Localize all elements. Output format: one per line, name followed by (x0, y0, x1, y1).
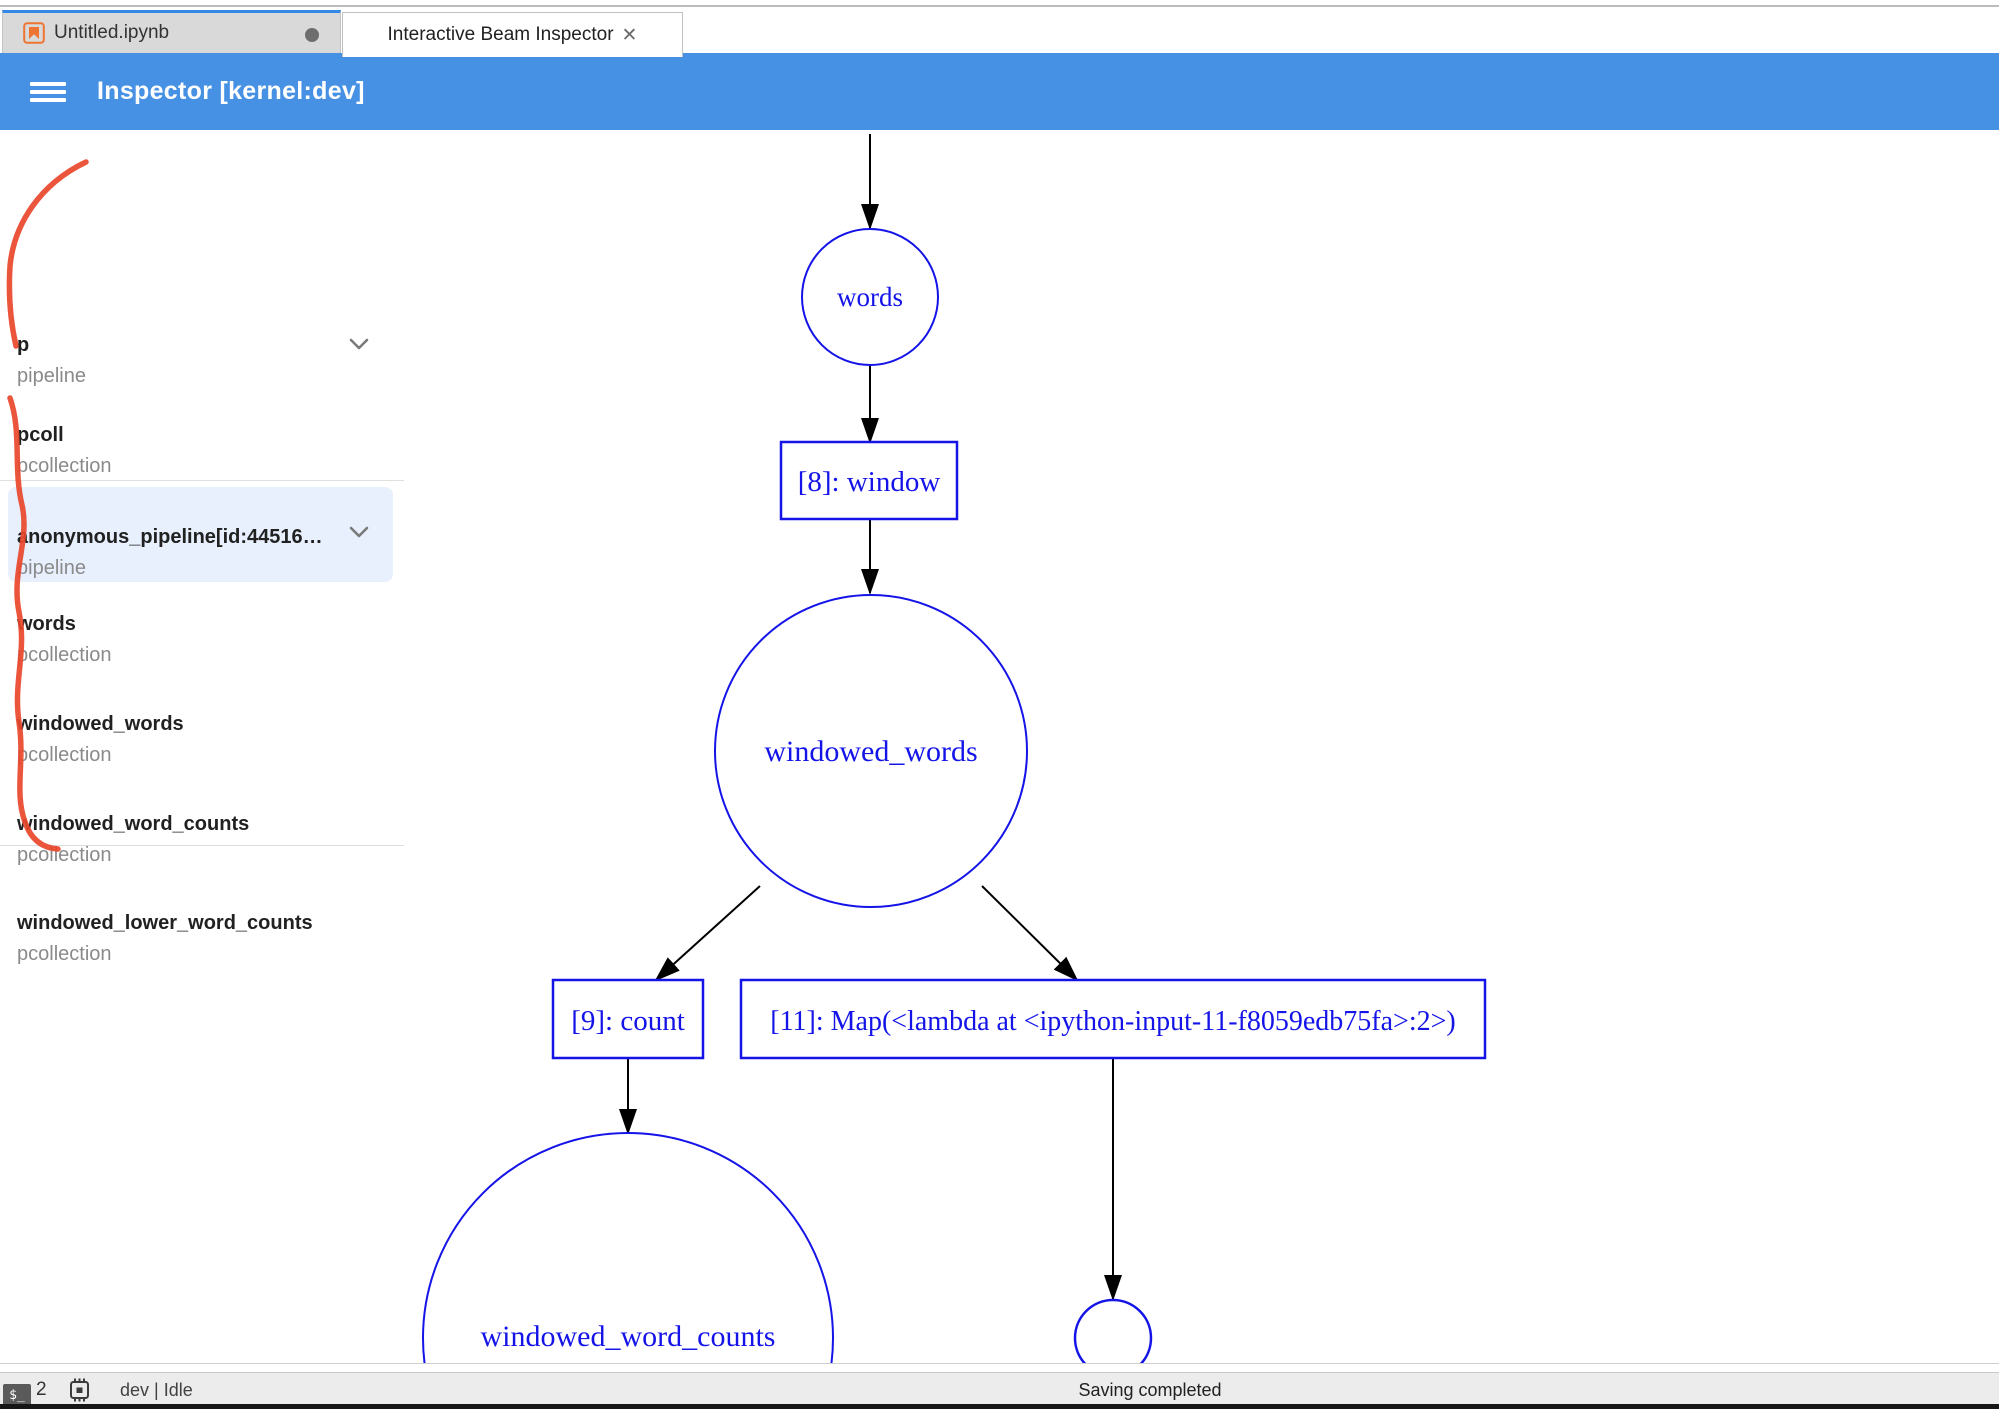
pipeline-sidebar: p pipeline pcoll pcollection anonymous_p… (0, 130, 404, 965)
sidebar-item-label: windowed_words (17, 713, 184, 735)
terminal-count[interactable]: 2 (36, 1379, 47, 1400)
tab-bar: Untitled.ipynb Interactive Beam Inspecto… (0, 0, 1999, 57)
sidebar-item-pcoll[interactable]: pcoll pcollection (0, 419, 404, 481)
tab-beam-inspector-label: Interactive Beam Inspector (387, 24, 614, 45)
terminal-icon[interactable]: $_ (3, 1384, 31, 1407)
sidebar-divider (0, 480, 404, 481)
sidebar-item-type: pipeline (17, 365, 86, 387)
sidebar-item-windowed-word-counts[interactable]: windowed_word_counts pcollection (0, 808, 404, 870)
inspector-title: Inspector [kernel:dev] (97, 77, 365, 105)
node-windowed-words-label: windowed_words (764, 735, 977, 768)
close-tab-icon[interactable]: ✕ (621, 24, 638, 46)
sidebar-item-type: pcollection (17, 943, 112, 965)
node-windowed-word-counts-label: windowed_word_counts (481, 1320, 776, 1353)
unsaved-changes-dot (305, 28, 319, 42)
notebook-icon (23, 22, 45, 44)
sidebar-item-p[interactable]: p pipeline (0, 329, 404, 391)
sidebar-item-anonymous-pipeline-selected[interactable]: anonymous_pipeline[id:44516… pipeline (8, 487, 393, 582)
sidebar-item-label: words (17, 613, 76, 635)
node-words-circle (801, 228, 939, 366)
bug-icon[interactable] (66, 1376, 93, 1403)
sidebar-item-label: windowed_lower_word_counts (17, 912, 313, 934)
sidebar-bottom-border (0, 845, 405, 846)
node-words-label: words (837, 282, 903, 312)
sidebar-item-label: anonymous_pipeline[id:44516… (17, 526, 323, 548)
sidebar-item-label: pcoll (17, 424, 64, 446)
node-windowed-lower-word-counts-circle (1073, 1298, 1153, 1378)
chevron-down-icon[interactable] (349, 338, 369, 350)
tab-beam-inspector[interactable]: Interactive Beam Inspector ✕ (342, 12, 683, 57)
edge-windowed-words-to-count (654, 885, 761, 982)
status-bar: $_ 2 dev | Idle Saving completed (0, 1372, 1999, 1407)
sidebar-item-type: pcollection (17, 644, 112, 666)
inspector-header: Inspector [kernel:dev] (0, 53, 1999, 130)
tabbar-top-divider (0, 5, 1999, 7)
tab-untitled-label: Untitled.ipynb (54, 22, 170, 43)
sidebar-item-words[interactable]: words pcollection (0, 608, 404, 670)
edge-windowed-words-to-map (981, 885, 1079, 982)
sidebar-item-type: pcollection (17, 455, 112, 477)
node-map-rect (739, 978, 1487, 1060)
node-count-label: [9]: count (571, 1005, 685, 1037)
node-window-rect (779, 440, 959, 521)
node-windowed-words-circle (714, 594, 1028, 908)
status-message: Saving completed (1078, 1380, 1222, 1400)
sidebar-item-windowed-words[interactable]: windowed_words pcollection (0, 708, 404, 770)
node-windowed-word-counts-circle (422, 1132, 834, 1409)
sidebar-item-label: p (17, 334, 30, 356)
sidebar-item-type: pcollection (17, 744, 112, 766)
sidebar-item-label: windowed_word_counts (17, 813, 250, 835)
node-window-label: [8]: window (798, 466, 941, 498)
kernel-status[interactable]: dev | Idle (120, 1380, 193, 1400)
sidebar-item-type: pipeline (17, 557, 86, 579)
chevron-down-icon[interactable] (349, 526, 369, 538)
menu-hamburger-icon[interactable] (30, 81, 66, 102)
node-map-label: [11]: Map(<lambda at <ipython-input-11-f… (770, 1006, 1455, 1037)
node-count-rect (551, 978, 705, 1060)
pipeline-graph-area: words [8]: window windowed_words [9]: co… (404, 130, 1999, 1409)
window-bottom-edge (0, 1404, 1999, 1409)
sidebar-item-windowed-lower-word-counts[interactable]: windowed_lower_word_counts pcollection (0, 907, 404, 969)
pipeline-dag-svg: words [8]: window windowed_words [9]: co… (422, 134, 1487, 1409)
content-bottom-border (0, 1363, 1999, 1364)
tab-untitled-notebook[interactable]: Untitled.ipynb (2, 10, 341, 53)
